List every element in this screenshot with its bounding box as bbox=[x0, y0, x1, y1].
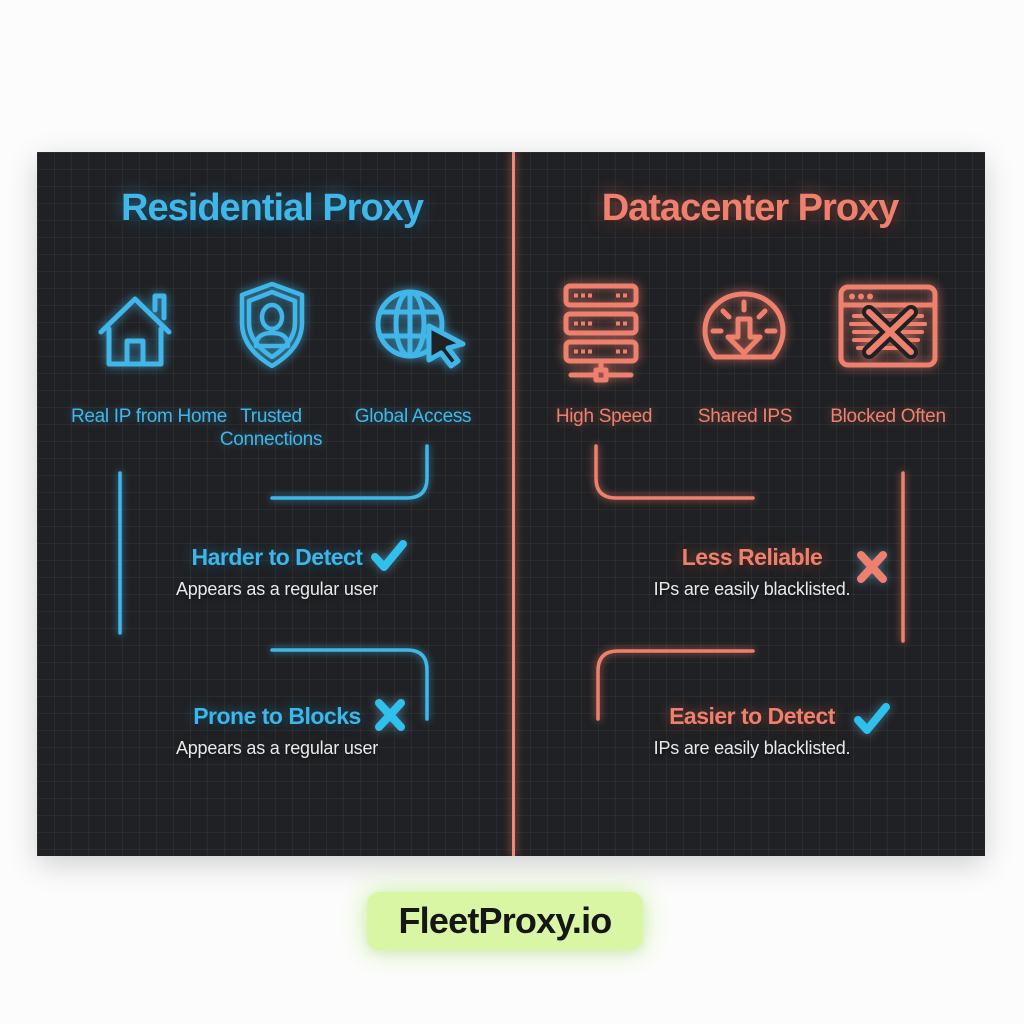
feature-label-shared: Shared IPS bbox=[697, 406, 793, 427]
feature-label-blocked: Blocked Often bbox=[830, 406, 946, 427]
cross-icon bbox=[371, 698, 409, 732]
panel-divider bbox=[512, 152, 515, 856]
feature-label-trusted: Trusted Connections bbox=[219, 406, 323, 450]
check-icon bbox=[370, 538, 408, 572]
feature-label-speed: High Speed bbox=[555, 406, 653, 427]
residential-title: Residential Proxy bbox=[121, 187, 424, 229]
callout-title: Harder to Detect bbox=[191, 544, 363, 570]
globe-cursor-icon bbox=[375, 283, 467, 374]
datacenter-title: Datacenter Proxy bbox=[601, 187, 900, 229]
callout-less-reliable: Less Reliable IPs are easily blacklisted… bbox=[557, 542, 947, 602]
callout-easier-to-detect: Easier to Detect IPs are easily blacklis… bbox=[557, 701, 947, 761]
speedometer-icon bbox=[700, 289, 788, 372]
blocked-browser-icon bbox=[838, 284, 938, 373]
callout-subtitle: Appears as a regular user bbox=[175, 579, 379, 599]
callout-subtitle: IPs are easily blacklisted. bbox=[653, 738, 851, 758]
callout-prone-to-blocks: Prone to Blocks Appears as a regular use… bbox=[82, 698, 472, 761]
shield-user-icon bbox=[236, 280, 308, 377]
comparison-panel: Residential Proxy Datacenter Proxy bbox=[37, 152, 985, 856]
callout-title: Prone to Blocks bbox=[193, 703, 361, 729]
callout-title: Easier to Detect bbox=[669, 703, 835, 729]
check-icon bbox=[853, 701, 891, 735]
callout-title: Less Reliable bbox=[681, 544, 823, 570]
callout-subtitle: IPs are easily blacklisted. bbox=[653, 579, 851, 599]
feature-label-global: Global Access bbox=[354, 406, 472, 427]
brand-name: FleetProxy.io bbox=[398, 900, 612, 941]
callout-harder-to-detect: Harder to Detect Appears as a regular us… bbox=[82, 540, 472, 602]
brand-badge: FleetProxy.io bbox=[367, 892, 643, 950]
feature-label-real-ip: Real IP from Home bbox=[70, 406, 228, 427]
cross-icon bbox=[853, 550, 891, 584]
server-stack-icon bbox=[563, 283, 639, 388]
house-icon bbox=[93, 284, 177, 377]
callout-subtitle: Appears as a regular user bbox=[175, 738, 379, 758]
